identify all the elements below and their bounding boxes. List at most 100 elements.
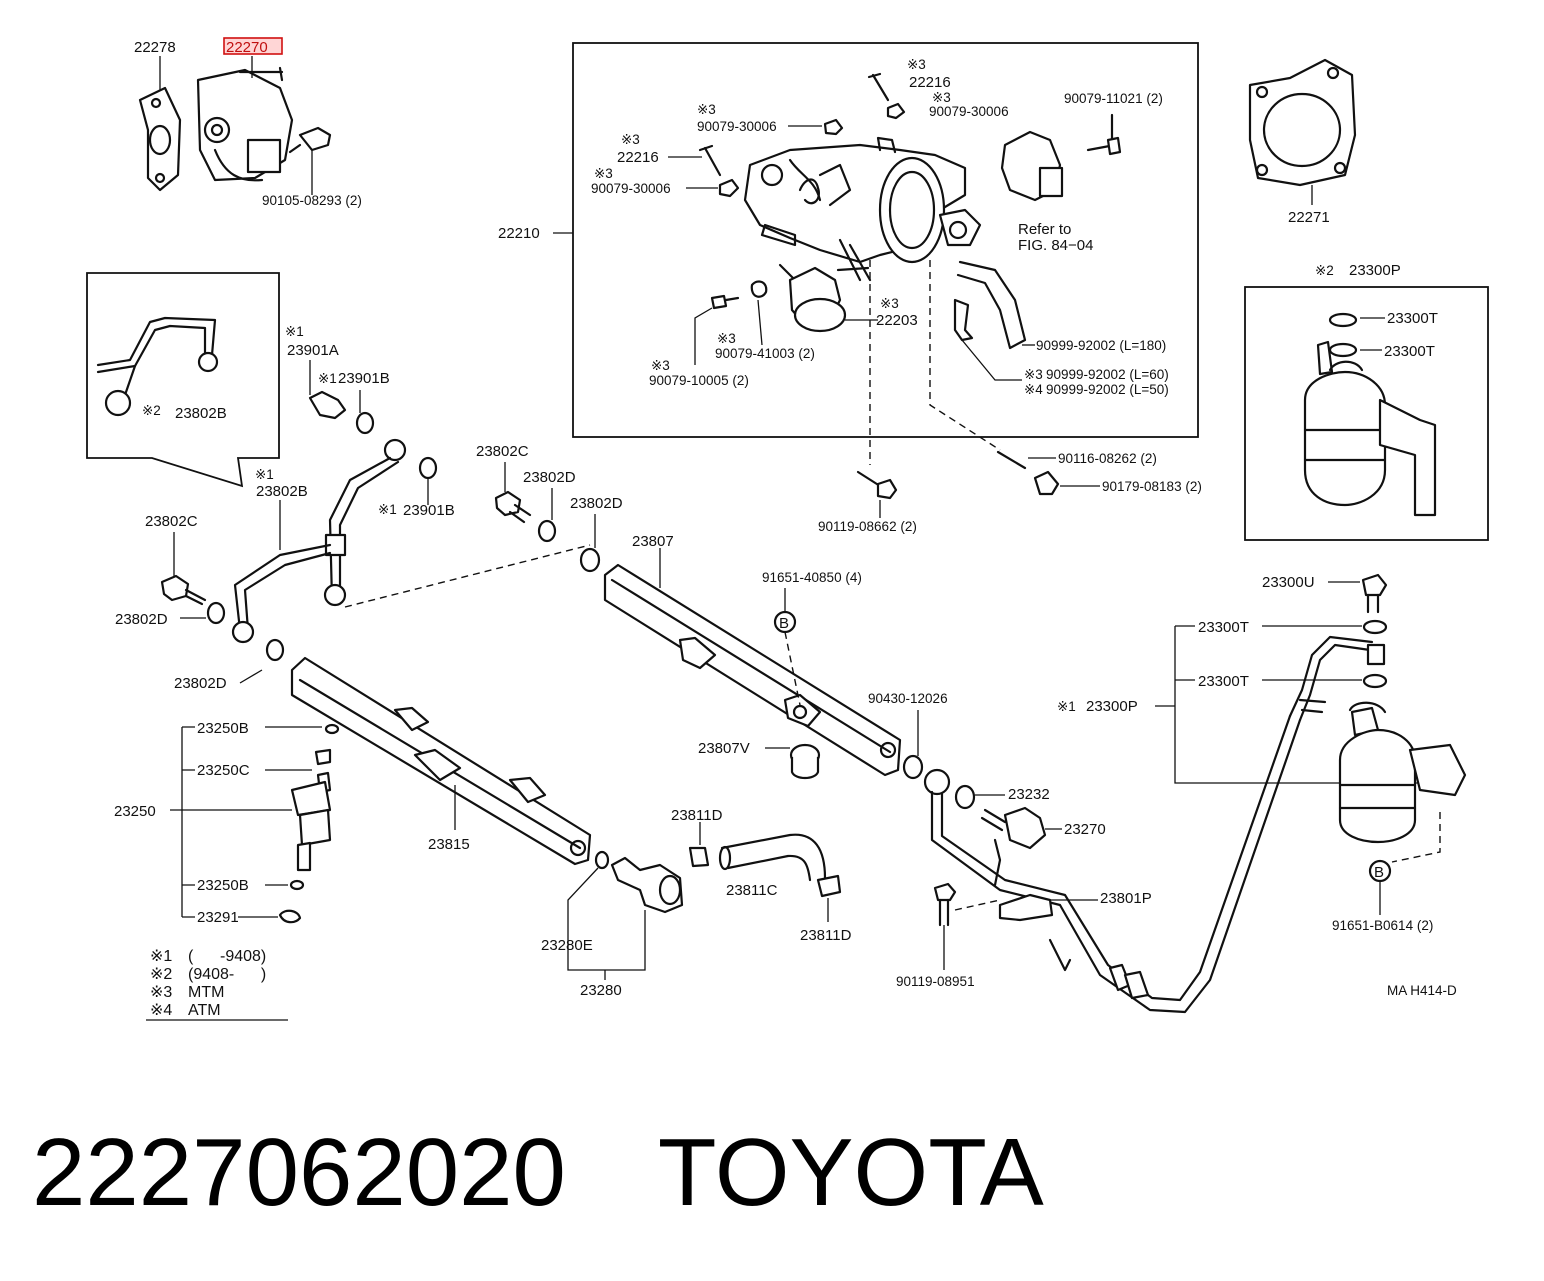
- mark-90079-30006a: ※3: [697, 102, 716, 117]
- mark-22203: ※3: [880, 296, 899, 311]
- regulator-inset-drawing: [1303, 312, 1437, 517]
- label-23802D-a: 23802D: [115, 611, 168, 628]
- label-23280E: 23280E: [541, 937, 593, 954]
- mark-90079-30006b: ※3: [932, 90, 951, 105]
- legend-text-3: MTM: [188, 984, 224, 1001]
- mark-90079-41003: ※3: [717, 331, 736, 346]
- screws-throttle: [698, 72, 906, 198]
- mark-23802B: ※1: [255, 467, 274, 482]
- hose-23811C-drawing: [688, 833, 842, 898]
- union-23270-drawing: [980, 806, 1047, 850]
- bolts-throttle-mount: [856, 450, 1060, 500]
- label-23250C: 23250C: [197, 762, 250, 779]
- label-23291: 23291: [197, 909, 239, 926]
- label-23250B-b: 23250B: [197, 877, 249, 894]
- pipe-inset-callout: [86, 272, 280, 488]
- gasket-90430-drawing: [902, 754, 924, 780]
- label-90999-60: 90999-92002 (L=60): [1046, 367, 1169, 382]
- label-23300T-b: 23300T: [1384, 343, 1435, 360]
- label-23250B-a: 23250B: [197, 720, 249, 737]
- label-23300U: 23300U: [1262, 574, 1315, 591]
- fuel-rail-23815-drawing: [290, 656, 592, 866]
- footer-part-number: 2227062020: [32, 1119, 566, 1226]
- label-90119-08662: 90119-08662 (2): [818, 519, 917, 534]
- legend-text-1: ( -9408): [188, 948, 266, 965]
- label-22271: 22271: [1288, 209, 1330, 226]
- label-23280: 23280: [580, 982, 622, 999]
- label-23811D-a: 23811D: [671, 807, 723, 824]
- label-23901A: 23901A: [287, 342, 339, 359]
- label-fig-84-04: FIG. 84−04: [1018, 237, 1093, 254]
- mark-22216b: ※3: [621, 132, 640, 147]
- label-90079-30006c: 90079-30006: [591, 181, 671, 196]
- legend-text-2: (9408- ): [188, 966, 266, 983]
- legend-mark-2: ※2: [150, 966, 172, 983]
- label-22216b: 22216: [617, 149, 659, 166]
- label-23807V: 23807V: [698, 740, 750, 757]
- label-91651-40850: 91651-40850 (4): [762, 570, 862, 585]
- union-bolt-right-drawing: [494, 490, 601, 573]
- union-bolt-drawing: [308, 390, 438, 480]
- mark-90079-10005: ※3: [651, 358, 670, 373]
- label-90179-08183: 90179-08183 (2): [1102, 479, 1202, 494]
- label-22203: 22203: [876, 312, 918, 329]
- label-23300T-a: 23300T: [1387, 310, 1438, 327]
- label-23300T-d: 23300T: [1198, 673, 1249, 690]
- idle-air-valve-22270-drawing: [196, 66, 332, 182]
- label-23901B-a: 23901B: [338, 370, 390, 387]
- throttle-body-box: [572, 42, 1199, 438]
- label-90119-08951: 90119-08951: [896, 974, 975, 989]
- legend-mark-3: ※3: [150, 984, 172, 1001]
- label-22216a: 22216: [909, 74, 951, 91]
- label-23807: 23807: [632, 533, 674, 550]
- dashpot-22203-drawing: [710, 263, 847, 333]
- footer-caption: 2227062020 TOYOTA: [32, 1118, 1044, 1228]
- gasket-23232-drawing: [954, 784, 976, 810]
- legend-mark-4: ※4: [150, 1002, 172, 1019]
- mark-23802B-inset: ※2: [142, 403, 161, 418]
- footer-brand: TOYOTA: [657, 1119, 1044, 1226]
- label-23250: 23250: [114, 803, 156, 820]
- label-23270: 23270: [1064, 821, 1106, 838]
- legend-text-4: ATM: [188, 1002, 221, 1019]
- mark-90079-30006c: ※3: [594, 166, 613, 181]
- label-23811C: 23811C: [726, 882, 778, 899]
- label-90079-30006b: 90079-30006: [929, 104, 1009, 119]
- label-23801P: 23801P: [1100, 890, 1152, 907]
- gasket-22278-drawing: [138, 86, 182, 192]
- mark-23901A: ※1: [285, 324, 304, 339]
- cushion-23807V-drawing: [789, 743, 821, 780]
- label-23300P-main: 23300P: [1086, 698, 1138, 715]
- pressure-regulator-inset-box: [1244, 286, 1489, 541]
- label-90079-10005: 90079-10005 (2): [649, 373, 749, 388]
- throttle-body-drawing: [743, 136, 982, 282]
- mark-23901B-a: ※1: [318, 371, 337, 386]
- gasket-22271-drawing: [1248, 58, 1357, 187]
- mark-23901B-b: ※1: [378, 502, 397, 517]
- label-23811D-b: 23811D: [800, 927, 852, 944]
- legend: ※1 ( -9408) ※2 (9408- ) ※3 MTM ※4 ATM: [146, 948, 288, 1021]
- label-90079-11021: 90079-11021 (2): [1064, 91, 1163, 106]
- label-23802C-b: 23802C: [476, 443, 529, 460]
- label-90079-41003: 90079-41003 (2): [715, 346, 815, 361]
- label-22210: 22210: [498, 225, 540, 242]
- regulator-main-drawing: [1338, 701, 1467, 844]
- label-23802B: 23802B: [256, 483, 308, 500]
- label-90999-180: 90999-92002 (L=180): [1036, 338, 1166, 353]
- injector-23250-drawing: [278, 723, 340, 924]
- fuel-rail-23807-drawing: [603, 563, 902, 777]
- label-23300P-top: 23300P: [1349, 262, 1401, 279]
- label-23802D-b: 23802D: [174, 675, 227, 692]
- label-90105-08293: 90105-08293 (2): [262, 193, 362, 208]
- legend-mark-1: ※1: [150, 948, 172, 965]
- label-90079-30006a: 90079-30006: [697, 119, 777, 134]
- label-91651-B0614: 91651-B0614 (2): [1332, 918, 1433, 933]
- hoses-drawing: [953, 260, 1027, 350]
- label-b1: B: [779, 615, 789, 632]
- label-refer-to: Refer to: [1018, 221, 1071, 238]
- damper-23280-drawing: [594, 850, 684, 914]
- label-23815: 23815: [428, 836, 470, 853]
- label-23802D-c: 23802D: [523, 469, 576, 486]
- union-bolt-left-drawing: [160, 574, 285, 662]
- fuel-pipe-23801P-drawing: [923, 635, 1386, 1014]
